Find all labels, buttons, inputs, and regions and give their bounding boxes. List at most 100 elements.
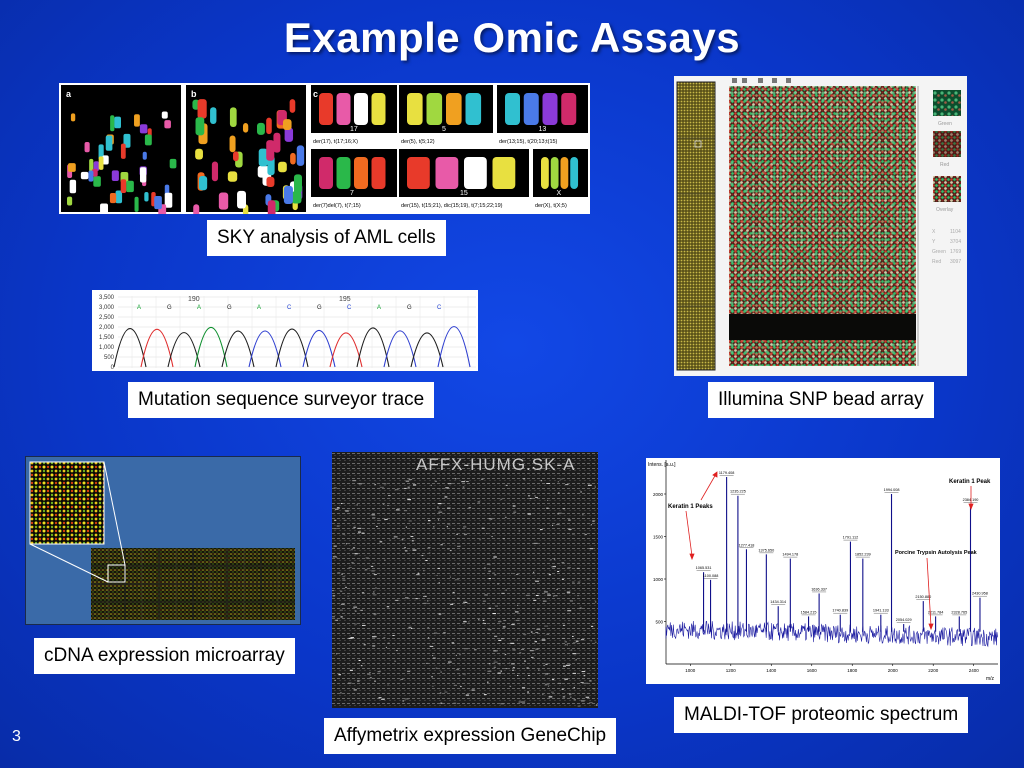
sky-chrom-label: der(17), t(17;16;X): [313, 139, 358, 145]
maldi-xtick: 1400: [766, 668, 777, 673]
sky-letter-b: b: [191, 89, 197, 99]
mut-base-call: A: [377, 305, 381, 311]
maldi-annotation-keratin-peak: Keratin 1 Peak: [949, 479, 991, 485]
mut-trace-peak: [383, 330, 417, 368]
illumina-stat-value: 1104: [950, 229, 961, 235]
maldi-ytick: 1500: [653, 535, 664, 540]
maldi-peak-label: 2211.784: [928, 610, 944, 614]
maldi-xlabel: m/z: [986, 676, 995, 682]
caption-sky: SKY analysis of AML cells: [207, 220, 446, 256]
mut-base-call: G: [407, 305, 412, 311]
sky-chrom-number: 15: [460, 190, 468, 197]
maldi-peak-label: 1277.418: [739, 543, 755, 547]
affymetrix-genechip-image: AFFX-HUMG.SK-A: [332, 452, 598, 708]
mut-base-call: G: [167, 305, 172, 311]
mut-trace-peak: [113, 328, 147, 368]
maldi-ytick: 2000: [653, 492, 664, 497]
sky-chrom-number: X: [557, 190, 562, 197]
mut-trace-peak: [140, 329, 174, 368]
maldi-peak-label: 1852.239: [855, 553, 871, 557]
sky-chrom-number: 17: [350, 126, 358, 133]
maldi-peak-label: 1494.178: [782, 553, 798, 557]
sky-chrom-number: 5: [442, 126, 446, 133]
mut-trace-peak: [194, 327, 228, 368]
caption-cdna: cDNA expression microarray: [34, 638, 295, 674]
illumina-stat-value: 3097: [950, 259, 961, 265]
mut-trace-peak: [221, 330, 255, 368]
mut-trace-peak: [302, 330, 336, 368]
illumina-stat-key: Y: [932, 239, 936, 245]
maldi-xtick: 2400: [969, 668, 980, 673]
maldi-peak-label: 1179.408: [719, 471, 735, 475]
maldi-peak-label: 1636.337: [811, 587, 827, 591]
cdna-microarray-image: [25, 456, 301, 625]
maldi-xtick: 1600: [807, 668, 818, 673]
mut-ytick: 500: [104, 355, 115, 361]
maldi-peak-label: 2430.958: [972, 592, 988, 596]
mut-pos-190: 190: [188, 296, 200, 303]
sky-chrom-label: der(X), t(X;5): [535, 203, 567, 209]
maldi-peak-label: 1941.133: [873, 609, 889, 613]
sky-chrom-label: der(13;15), t(20;13;t(15): [499, 139, 558, 145]
maldi-xtick: 1800: [847, 668, 858, 673]
maldi-xtick: 2000: [888, 668, 899, 673]
caption-affy: Affymetrix expression GeneChip: [324, 718, 617, 754]
mut-ytick: 1,000: [99, 345, 115, 351]
maldi-xtick: 1200: [726, 668, 737, 673]
maldi-peak-label: 1434.314: [770, 600, 786, 604]
mut-base-call: G: [227, 305, 232, 311]
sky-chrom-label: der(7)del(7), t(7;15): [313, 203, 361, 209]
maldi-annotation-keratin-peaks: Keratin 1 Peaks: [668, 504, 713, 510]
sky-letter-c: c: [313, 89, 318, 99]
maldi-peak-label: 1065.531: [696, 566, 712, 570]
mut-trace-peak: [167, 332, 201, 368]
maldi-xtick: 2200: [928, 668, 939, 673]
mut-base-call: C: [287, 305, 292, 311]
illumina-stat-value: 1769: [950, 249, 961, 255]
illumina-channel-green: Green: [938, 121, 952, 127]
mut-ytick: 1,500: [99, 335, 115, 341]
mut-trace-peak: [329, 332, 363, 368]
caption-maldi: MALDI-TOF proteomic spectrum: [674, 697, 969, 733]
page-number: 3: [12, 728, 21, 745]
sky-letter-a: a: [66, 89, 72, 99]
slide-title: Example Omic Assays: [283, 14, 741, 61]
maldi-ylabel: Intens. [a.u.]: [648, 462, 676, 468]
maldi-ytick: 1000: [653, 577, 664, 582]
maldi-peak-label: 2054.029: [896, 618, 912, 622]
mut-base-call: A: [257, 305, 261, 311]
mut-ytick: 2,500: [99, 315, 115, 321]
maldi-peak-label: 1994.008: [884, 488, 900, 492]
mut-base-call: C: [437, 305, 442, 311]
maldi-baseline-trace: [665, 620, 998, 648]
maldi-annotation-trypsin: Porcine Trypsin Autolysis Peak: [895, 550, 978, 556]
maldi-xtick: 1000: [685, 668, 696, 673]
caption-mutation: Mutation sequence surveyor trace: [128, 382, 435, 418]
maldi-peak-label: 1740.839: [832, 609, 848, 613]
illumina-stat-key: X: [932, 229, 936, 235]
mut-base-call: A: [197, 305, 201, 311]
mut-ytick: 3,500: [99, 295, 115, 301]
mut-base-call: G: [317, 305, 322, 311]
maldi-peak-label: 2328.765: [951, 610, 967, 614]
mut-pos-195: 195: [339, 296, 351, 303]
illumina-channel-red: Red: [940, 162, 949, 168]
maldi-peak-label: 2150.880: [915, 595, 931, 599]
maldi-peak-label: 2384.190: [963, 498, 979, 502]
mut-trace-peak: [275, 328, 309, 368]
illumina-channel-overlay: Overlay: [936, 207, 954, 213]
sky-chrom-number: 7: [350, 190, 354, 197]
mut-ytick: 3,000: [99, 305, 115, 311]
mut-trace-peak: [248, 330, 282, 368]
mut-base-call: A: [137, 305, 141, 311]
maldi-peak-label: 1235.225: [730, 490, 746, 494]
illumina-stat-key: Green: [932, 249, 946, 255]
illumina-stat-value: 3704: [950, 239, 961, 245]
affy-chip-label: AFFX-HUMG.SK-A: [416, 455, 575, 474]
maldi-peak-label: 1584.215: [801, 610, 817, 614]
maldi-peak-label: 1100.088: [703, 574, 719, 578]
